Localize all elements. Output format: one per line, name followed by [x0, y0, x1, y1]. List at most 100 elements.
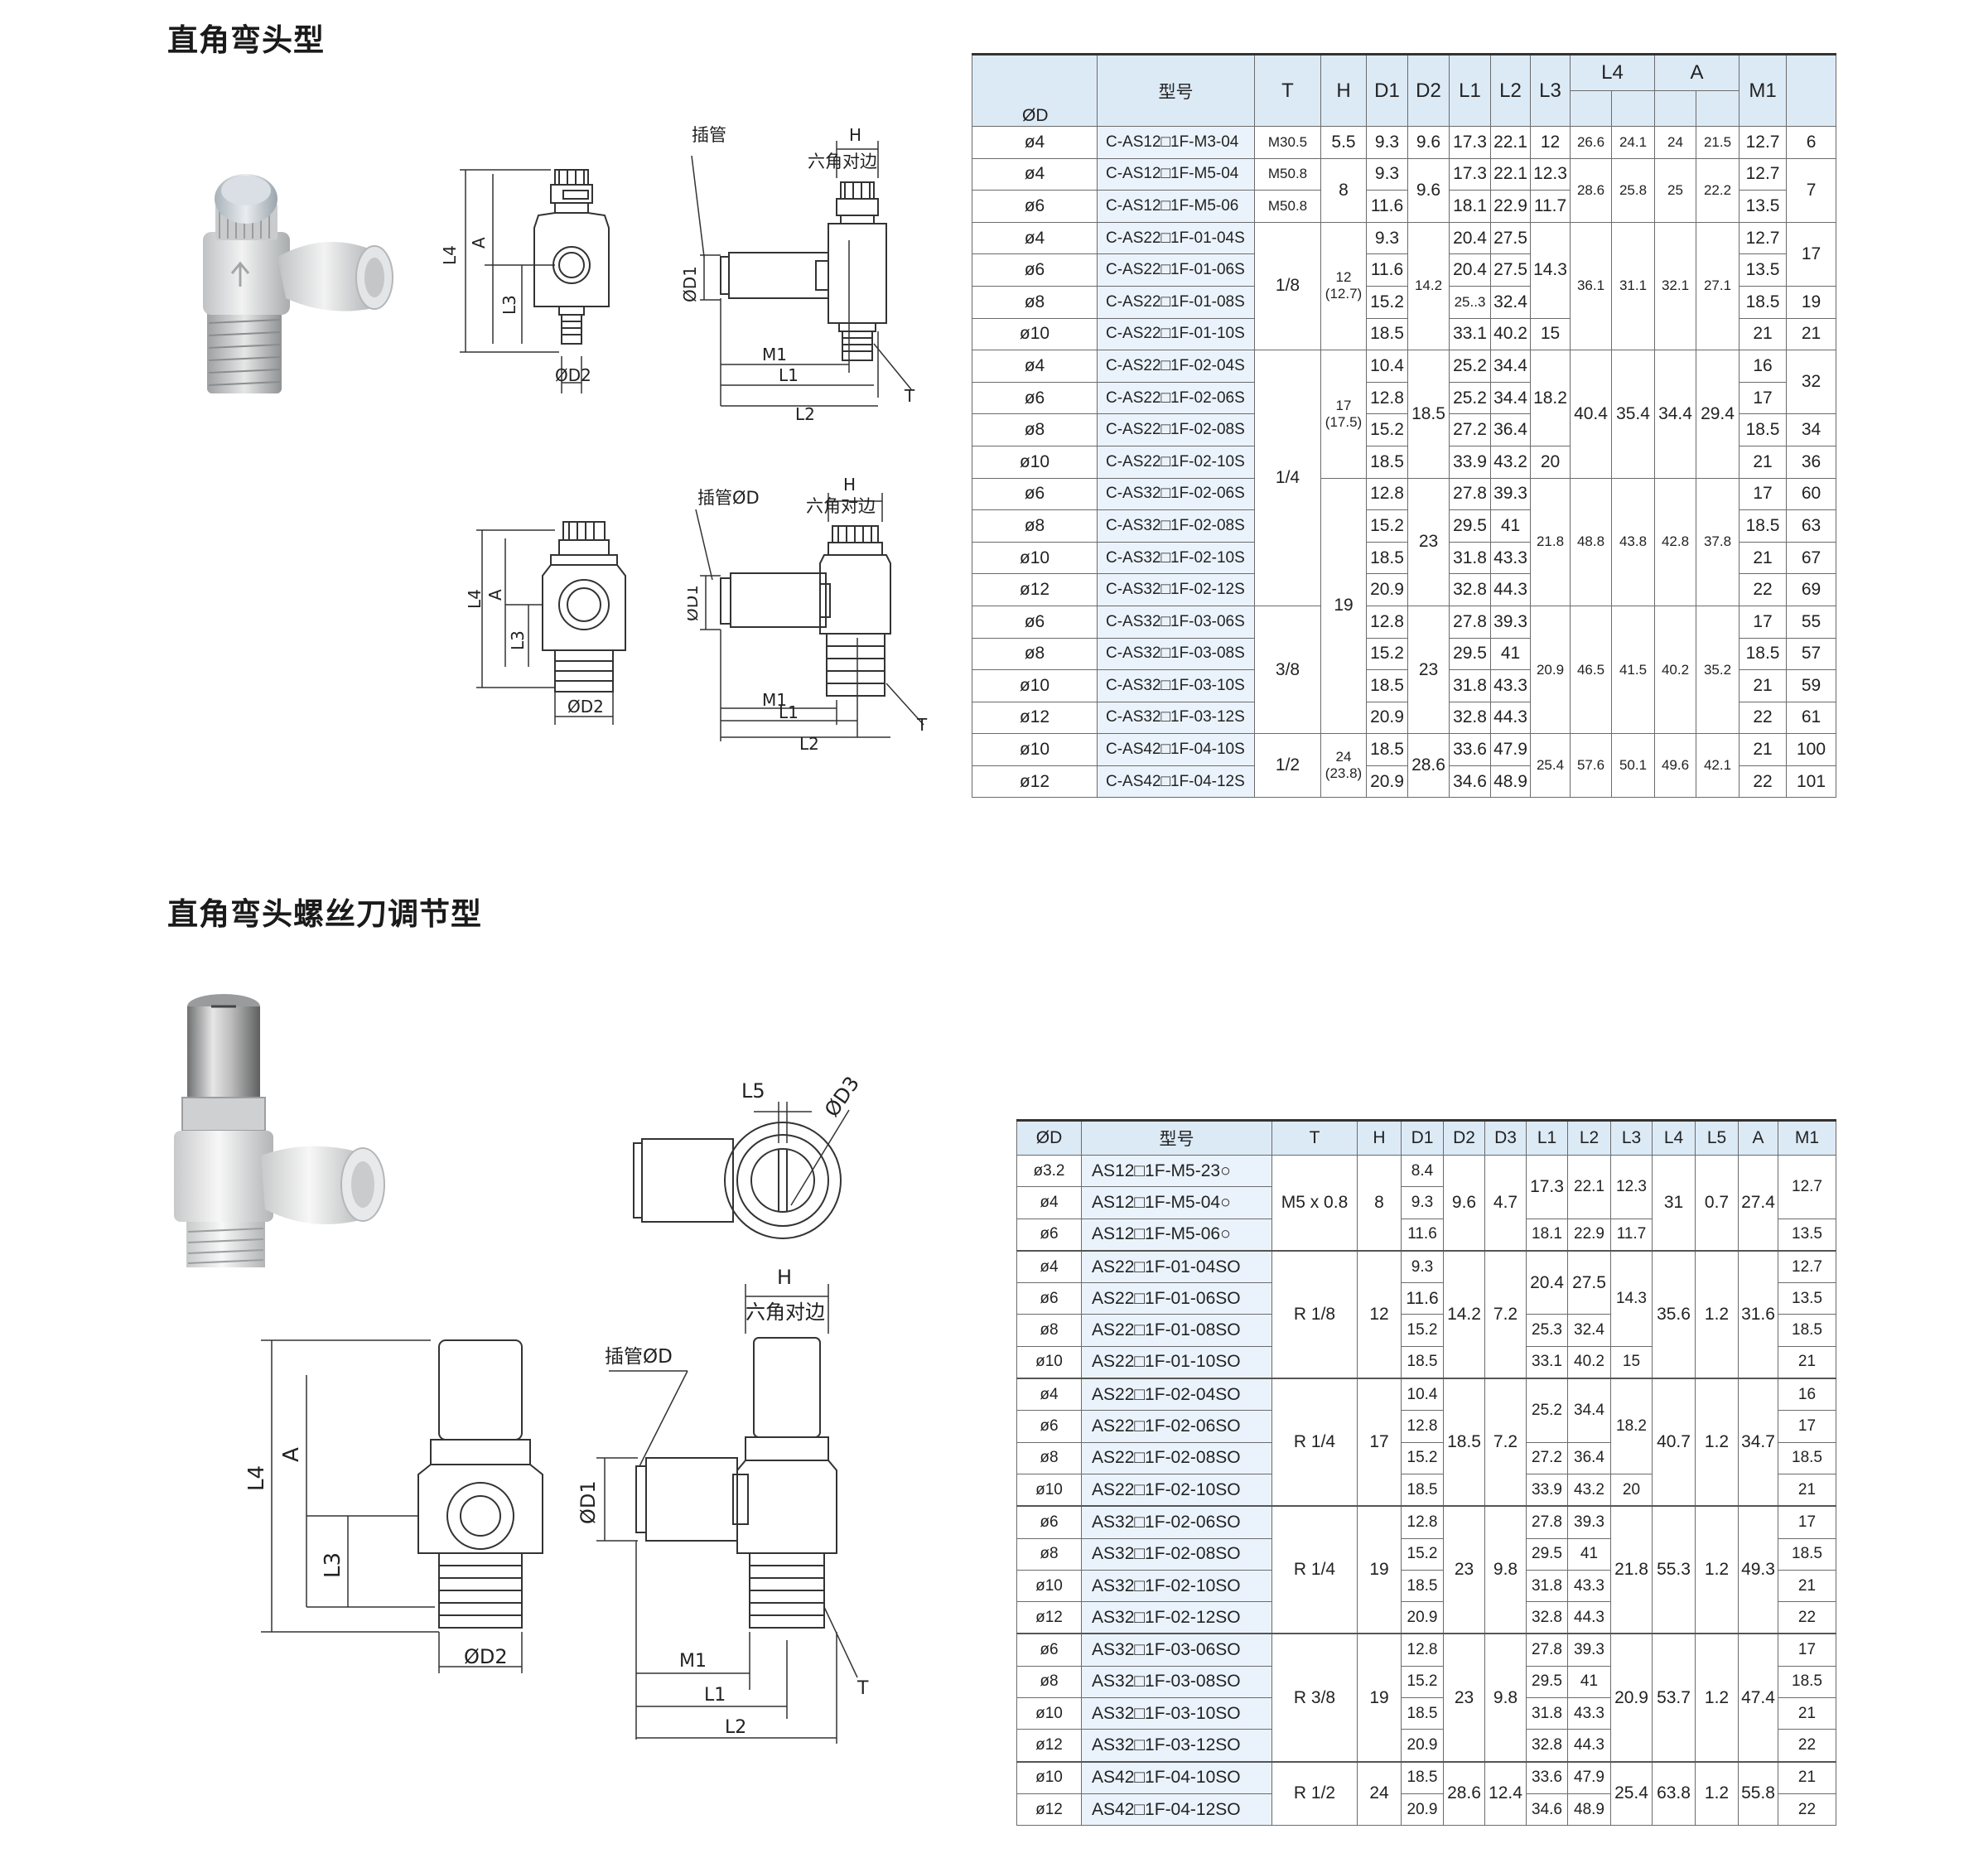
table-cell: 22 [1739, 765, 1788, 799]
table-cell: 20.9 [1530, 605, 1571, 735]
table-cell: 3/8 [1254, 605, 1321, 735]
col-header-D1: D1 [1366, 53, 1408, 127]
table-cell: 50.1 [1610, 733, 1656, 799]
label-L2: L2 [795, 404, 815, 424]
table-cell: 23 [1443, 1633, 1485, 1763]
table-cell: 40.2 [1654, 605, 1697, 735]
table-cell: 44.3 [1567, 1729, 1611, 1763]
table-cell: 34.4 [1490, 381, 1531, 415]
table-cell: 49.6 [1654, 733, 1697, 799]
label-D1-3: ØD1 [577, 1480, 600, 1524]
table-cell: 21 [1778, 1345, 1836, 1379]
table-cell: AS22□1F-02-06SO [1081, 1410, 1272, 1443]
table-cell: 27.5 [1490, 221, 1531, 255]
table-cell: 34.4 [1654, 350, 1697, 479]
table-cell: 17 [1739, 381, 1788, 415]
table-cell: 18.5 [1443, 1378, 1485, 1507]
table-cell: 20.4 [1449, 221, 1491, 255]
table-cell: 17 [1778, 1505, 1836, 1539]
table-cell: 1/2 [1254, 733, 1321, 799]
table-cell: 22 [1778, 1601, 1836, 1634]
table-cell: 41 [1567, 1537, 1611, 1571]
table-cell: 31.8 [1526, 1569, 1568, 1603]
table-cell: 19 [1786, 285, 1837, 319]
table-cell: 37.8 [1696, 477, 1740, 606]
table-cell: ø8 [972, 413, 1098, 446]
table-cell: 39.3 [1490, 605, 1531, 639]
table-cell: 41.5 [1610, 605, 1656, 735]
table-cell: 25.4 [1530, 733, 1571, 799]
table-cell: 29.5 [1449, 509, 1491, 543]
table-cell: 19 [1357, 1505, 1402, 1634]
table-cell: 18.5 [1778, 1441, 1836, 1474]
col2-header-D1: D1 [1401, 1119, 1444, 1156]
table-cell: 18.5 [1778, 1537, 1836, 1571]
table-cell: 20.9 [1401, 1793, 1444, 1827]
table-cell: 32.8 [1449, 573, 1491, 606]
table-cell: AS32□1F-02-08SO [1081, 1537, 1272, 1571]
table-cell: AS32□1F-03-08SO [1081, 1665, 1272, 1699]
table-cell: 43.3 [1490, 541, 1531, 575]
table-cell: 11.6 [1401, 1282, 1444, 1315]
col-header-blank [1786, 53, 1837, 127]
table-cell: ø6 [972, 477, 1098, 511]
table-cell: 40.2 [1567, 1345, 1611, 1379]
table-cell: 18.5 [1401, 1760, 1444, 1794]
table-cell: 44.3 [1490, 573, 1531, 606]
table-cell: C-AS42□1F-04-12S [1097, 765, 1255, 799]
table-cell: 18.5 [1366, 669, 1408, 702]
table-cell: 39.3 [1567, 1633, 1611, 1667]
table-cell: 14.2 [1443, 1249, 1485, 1379]
label-L4: L4 [440, 245, 460, 265]
table-cell: 28.6 [1570, 157, 1612, 223]
table-cell: ø10 [1016, 1345, 1082, 1379]
table-cell: 34.4 [1567, 1378, 1611, 1443]
table-cell: ø4 [1016, 1249, 1082, 1284]
table-cell: AS22□1F-01-04SO [1081, 1249, 1272, 1284]
table-cell: ø10 [1016, 1569, 1082, 1603]
table-cell: AS22□1F-01-08SO [1081, 1314, 1272, 1347]
table-cell: 11.6 [1366, 190, 1408, 223]
table-cell: 63 [1786, 509, 1837, 543]
table-cell: 18.5 [1366, 317, 1408, 351]
table-cell: 17 [1786, 221, 1837, 287]
table-cell: 35.4 [1610, 350, 1656, 479]
col-header-A-a [1654, 90, 1697, 127]
table-cell: C-AS22□1F-01-04S [1097, 221, 1255, 255]
table-cell: 18.5 [1739, 413, 1788, 446]
table-cell: C-AS12□1F-M5-06 [1097, 190, 1255, 223]
table-cell: 24 [1357, 1760, 1402, 1827]
col-header-L4-b [1610, 90, 1656, 127]
table-cell: 25.4 [1610, 1760, 1653, 1827]
table-cell: C-AS32□1F-02-06S [1097, 477, 1255, 511]
table-cell: 29.4 [1696, 350, 1740, 479]
label-L5: L5 [741, 1079, 765, 1103]
table-cell: C-AS22□1F-01-08S [1097, 285, 1255, 319]
table-cell: 39.3 [1490, 477, 1531, 511]
table-cell: ø12 [1016, 1601, 1082, 1634]
table-cell: 101 [1786, 765, 1837, 799]
table-cell: 18.5 [1401, 1697, 1444, 1730]
table-cell: 8 [1320, 157, 1367, 223]
table-cell: 11.6 [1401, 1218, 1444, 1252]
table-cell: 11.7 [1610, 1218, 1653, 1252]
table-cell: AS22□1F-02-04SO [1081, 1378, 1272, 1412]
table-cell: 22.1 [1567, 1155, 1611, 1219]
table-cell: 12.7 [1739, 126, 1788, 159]
table-cell: C-AS22□1F-02-04S [1097, 350, 1255, 383]
table-cell: 61 [1786, 701, 1837, 735]
col-header-L2: L2 [1490, 53, 1531, 127]
table-cell: 32.4 [1567, 1314, 1611, 1347]
table-cell: ø4 [1016, 1378, 1082, 1412]
table-cell: 13.5 [1739, 253, 1788, 287]
table-cell: 18.1 [1449, 190, 1491, 223]
table-cell: 25.3 [1526, 1314, 1568, 1347]
table-cell: 22.1 [1490, 126, 1531, 159]
table-cell: 22.2 [1696, 157, 1740, 223]
